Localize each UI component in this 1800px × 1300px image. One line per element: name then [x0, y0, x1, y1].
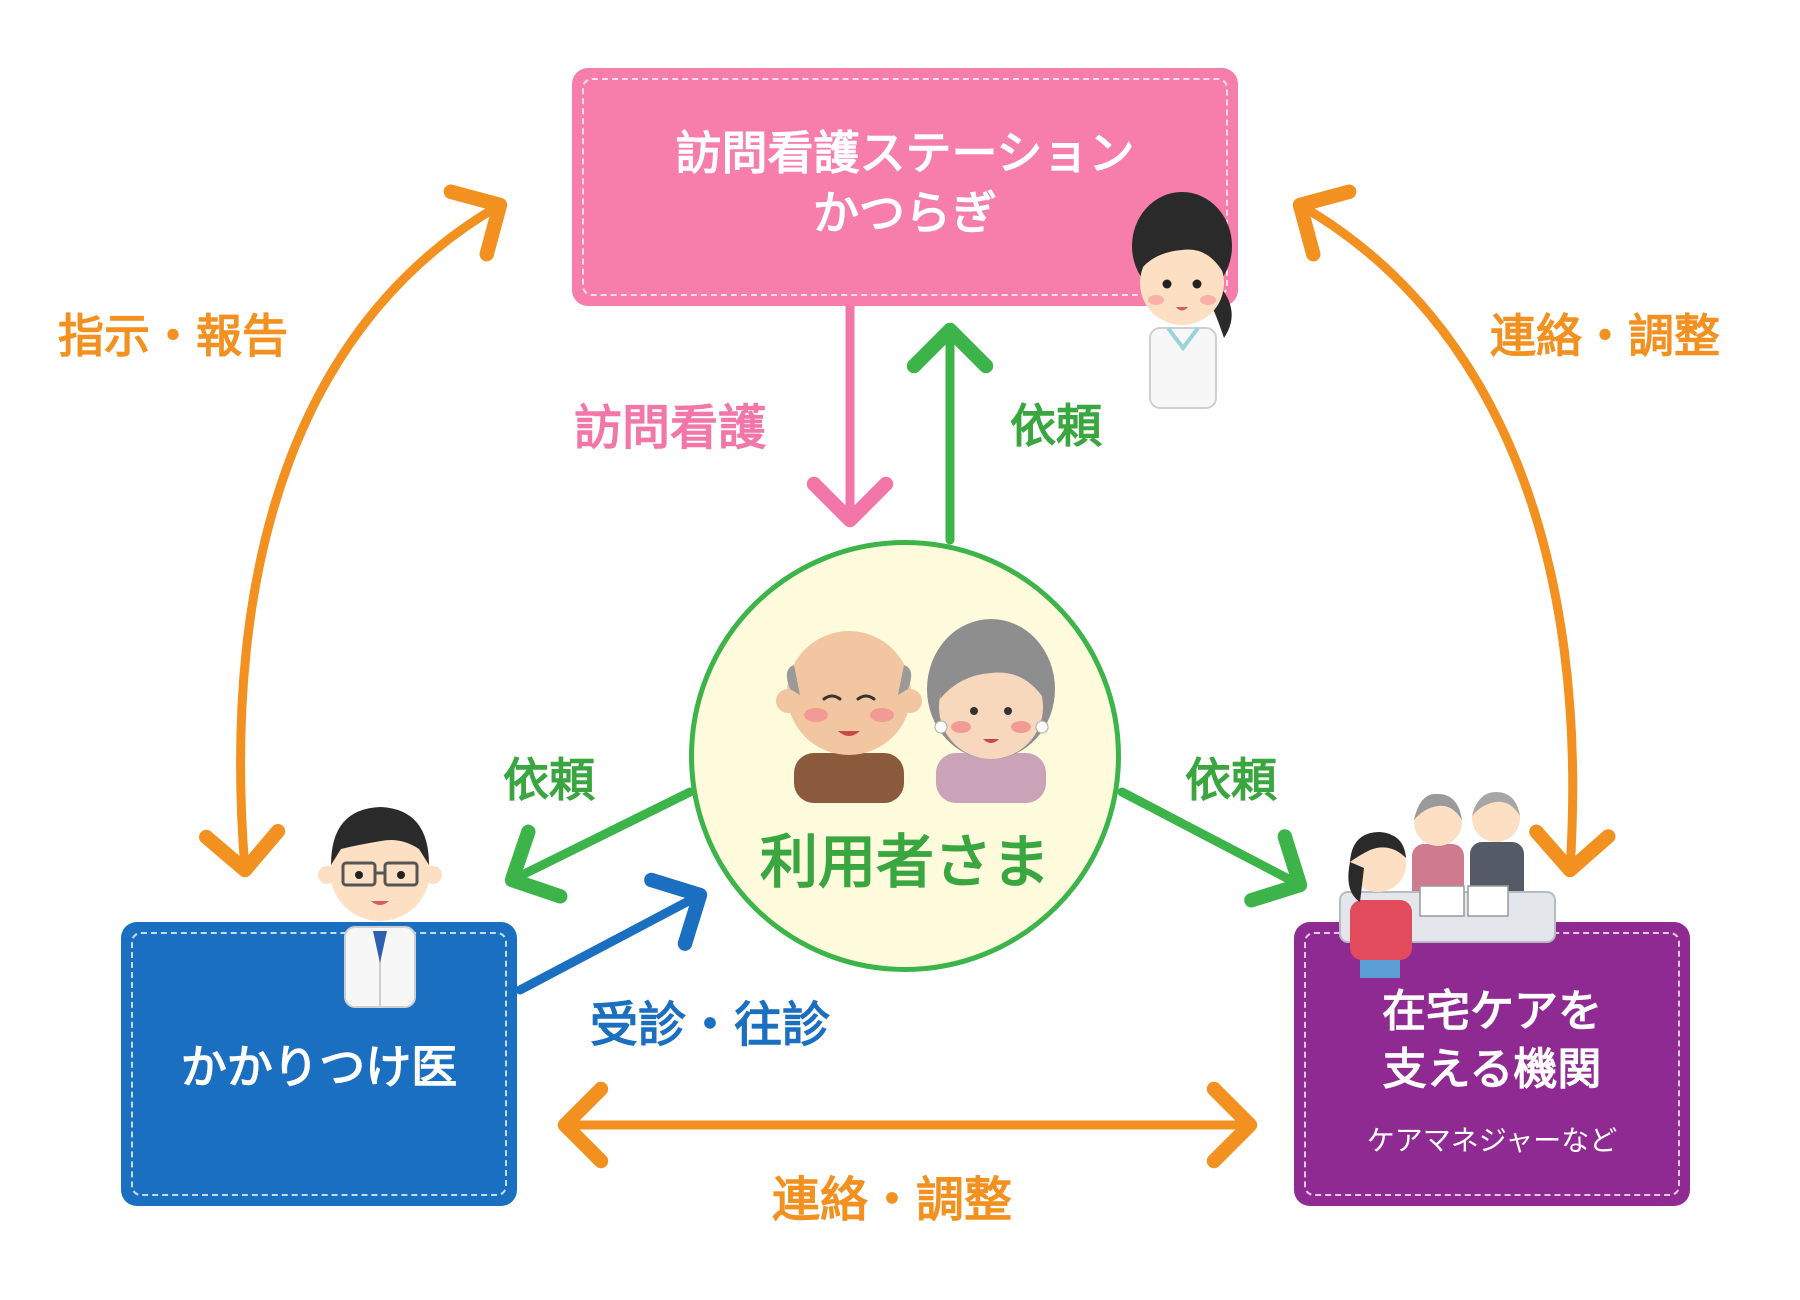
doctor-illustration [318, 807, 442, 1008]
doctor-title: かかりつけ医 [180, 1040, 458, 1094]
label-contact-adjust-right: 連絡・調整 [1490, 309, 1720, 363]
care-subtitle: ケアマネジャーなど [1366, 1124, 1618, 1157]
care-title-line1: 在宅ケアを [1382, 986, 1602, 1037]
label-request-right: 依頼 [1185, 753, 1277, 807]
arrow-station-care [1292, 184, 1616, 878]
label-contact-adjust-bottom: 連絡・調整 [772, 1172, 1013, 1228]
care-meeting-illustration [1339, 792, 1556, 978]
station-title-line2: かつらぎ [813, 186, 997, 240]
label-consultation: 受診・往診 [590, 997, 831, 1053]
nurse-illustration [1132, 192, 1232, 409]
label-visiting-nursing: 訪問看護 [574, 400, 767, 456]
label-request-top: 依頼 [1010, 399, 1102, 453]
station-box-border [582, 78, 1228, 296]
arrow-request-left [504, 787, 695, 904]
arrow-consultation [515, 872, 708, 995]
doctor-box-border [131, 932, 507, 1196]
station-title-line1: 訪問看護ステーション [675, 126, 1135, 180]
label-instruction-report: 指示・報告 [58, 309, 288, 363]
arrow-request-right [1117, 787, 1308, 908]
station-box: 訪問看護ステーション かつらぎ [572, 68, 1238, 306]
care-title-line2: 支える機関 [1382, 1044, 1602, 1095]
user-label: 利用者さま [759, 828, 1050, 896]
label-request-left: 依頼 [503, 753, 595, 807]
user-circle: 利用者さま [689, 540, 1121, 972]
elderly-couple-illustration [776, 619, 1055, 803]
doctor-box: かかりつけ医 [121, 922, 517, 1206]
arrow-station-doctor [199, 184, 508, 878]
